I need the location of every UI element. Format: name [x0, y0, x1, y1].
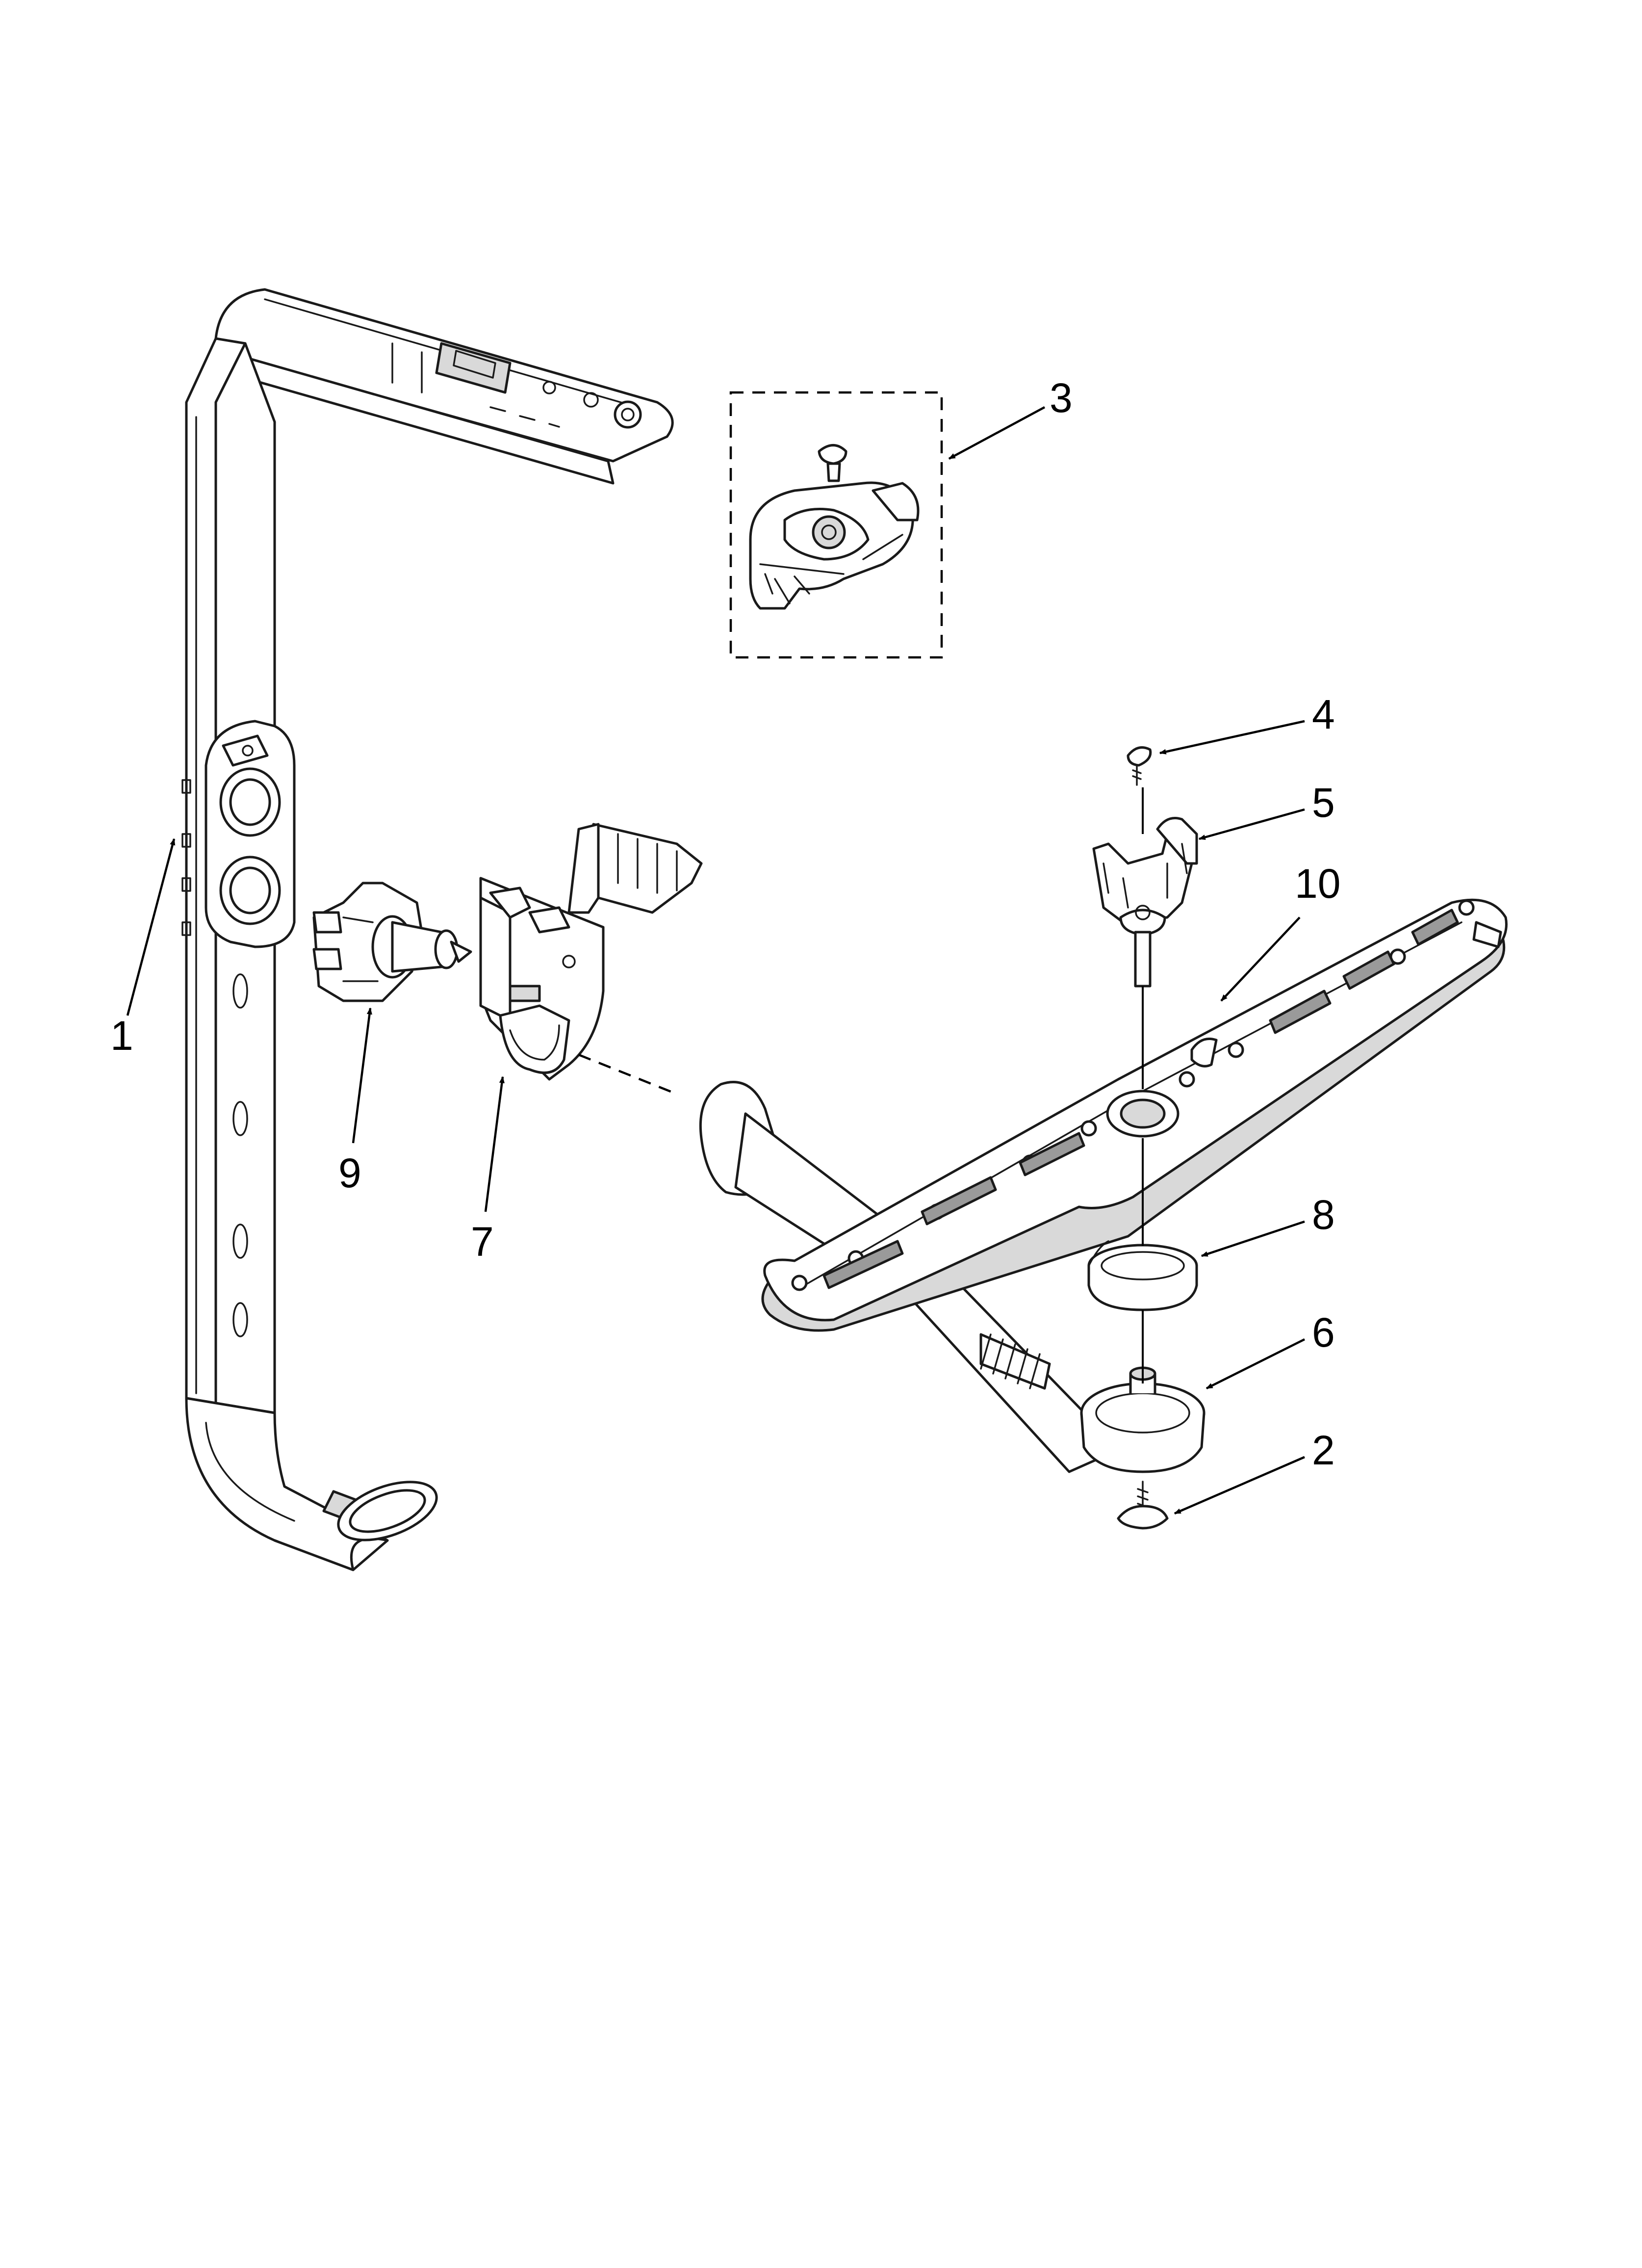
part-2-screw: [1117, 1481, 1169, 1530]
part-3-inset: [729, 391, 943, 659]
part-7-bracket: [479, 823, 703, 1081]
callout-2: 2: [1312, 1427, 1335, 1473]
part-10-spray-arm: [761, 898, 1508, 1332]
leader-6: [1206, 1338, 1306, 1390]
leader-3: [948, 406, 1046, 460]
leader-9: [352, 1007, 372, 1144]
supply-tube-part: [181, 288, 674, 1571]
part-5-bearing: [1092, 817, 1198, 988]
leader-2: [1174, 1456, 1305, 1515]
leader-4: [1159, 720, 1305, 755]
leader-7: [484, 1076, 505, 1212]
callout-9: 9: [338, 1150, 361, 1196]
callout-6: 6: [1312, 1309, 1335, 1356]
part-8-ring: [1087, 1240, 1198, 1311]
callout-10: 10: [1295, 860, 1340, 907]
leader-5: [1198, 808, 1305, 840]
part-6-hub: [1080, 1366, 1206, 1473]
callout-8: 8: [1312, 1192, 1335, 1238]
assembly-axis-line: [578, 1053, 677, 1095]
leader-8: [1201, 1220, 1305, 1257]
callout-3: 3: [1050, 375, 1073, 421]
part-4-screw: [1127, 746, 1152, 786]
callout-5: 5: [1312, 780, 1335, 826]
leader-1: [126, 838, 176, 1016]
callout-1: 1: [110, 1013, 133, 1059]
leader-10: [1220, 916, 1301, 1002]
callout-4: 4: [1312, 691, 1335, 737]
part-9-valve: [312, 882, 472, 1002]
callout-7: 7: [471, 1219, 494, 1265]
